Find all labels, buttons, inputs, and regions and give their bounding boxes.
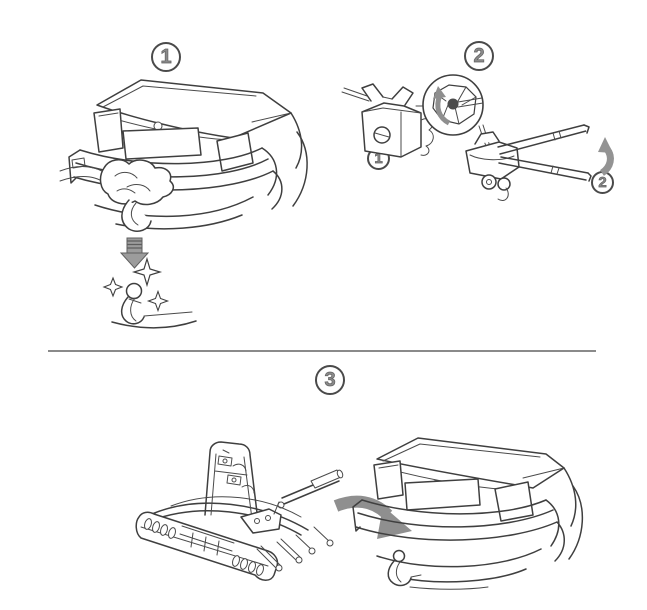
step-1-badge: 1 (151, 42, 181, 72)
hand-with-cloth (59, 159, 174, 206)
down-arrow-icon (119, 237, 150, 269)
step-2-badge: 2 (464, 41, 494, 71)
clamp-device-illustration (341, 74, 484, 158)
substep-1-number: 1 (374, 150, 383, 167)
clamp-device (341, 83, 434, 158)
step-1-number: 1 (160, 46, 172, 68)
car-rear-mounting-illustration (333, 437, 583, 590)
carrier-light-cluster-left (144, 518, 176, 539)
curved-arrow-icon (333, 495, 412, 539)
carrier-light-cluster-right (232, 555, 264, 576)
step-3-badge: 3 (315, 365, 345, 395)
towball-under-bumper (121, 199, 152, 232)
towball-step3 (387, 549, 489, 590)
substep-2-number: 2 (598, 174, 607, 191)
sparkle-icon (102, 256, 170, 313)
car-rear-step3 (352, 437, 583, 583)
clean-towball (111, 282, 197, 329)
arm-assembly-illustration (465, 124, 614, 202)
step-3-number: 3 (324, 369, 336, 391)
wheel-straps (256, 526, 334, 572)
car-rear-cleaning-illustration (59, 79, 308, 232)
up-arrow-icon (598, 137, 614, 176)
clean-towball-illustration (102, 237, 197, 329)
magnifier-detail-circle (415, 74, 484, 136)
carrier-u-frame (204, 441, 259, 522)
tightening-handle (273, 469, 344, 515)
bike-carrier (135, 441, 344, 581)
bike-carrier-illustration (135, 441, 344, 581)
section-divider (48, 350, 596, 352)
rotate-arrow-icon (433, 86, 451, 126)
step-2-number: 2 (473, 45, 485, 67)
car-rear-step1 (68, 79, 308, 230)
arm-assembly (465, 124, 592, 202)
